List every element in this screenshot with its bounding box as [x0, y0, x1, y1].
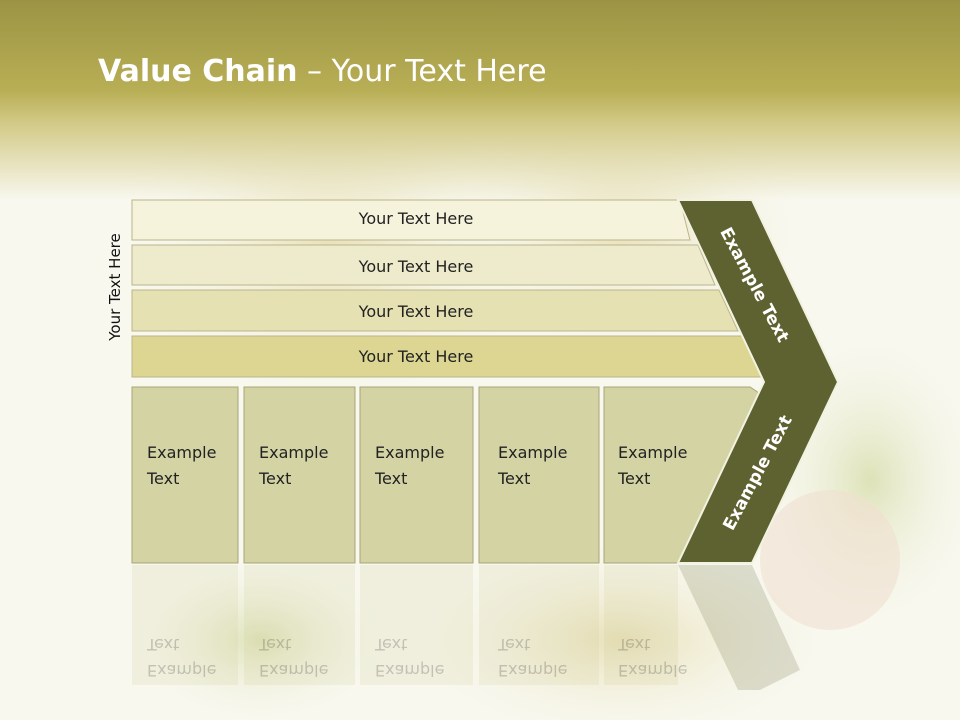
- layer-3-shape: [131, 289, 739, 332]
- layer-4-label: Your Text Here: [358, 347, 474, 366]
- layer-1-label: Your Text Here: [358, 209, 474, 228]
- layer-2-label: Your Text Here: [358, 257, 474, 276]
- box-4-shape: [478, 386, 600, 564]
- title-bold: Value Chain: [98, 54, 298, 89]
- title-band: [0, 0, 960, 200]
- layer-2-shape: [131, 244, 716, 286]
- layer-3-label: Your Text Here: [358, 302, 474, 321]
- layer-1-shape: [131, 199, 691, 241]
- box-2-shape: [243, 386, 356, 564]
- chevron-shape: [676, 199, 840, 564]
- box-3-shape: [359, 386, 474, 564]
- slide-title: Value Chain – Your Text Here: [98, 54, 547, 89]
- reflection: [132, 565, 800, 690]
- box-1-shape: [131, 386, 239, 564]
- title-rest: – Your Text Here: [297, 54, 547, 89]
